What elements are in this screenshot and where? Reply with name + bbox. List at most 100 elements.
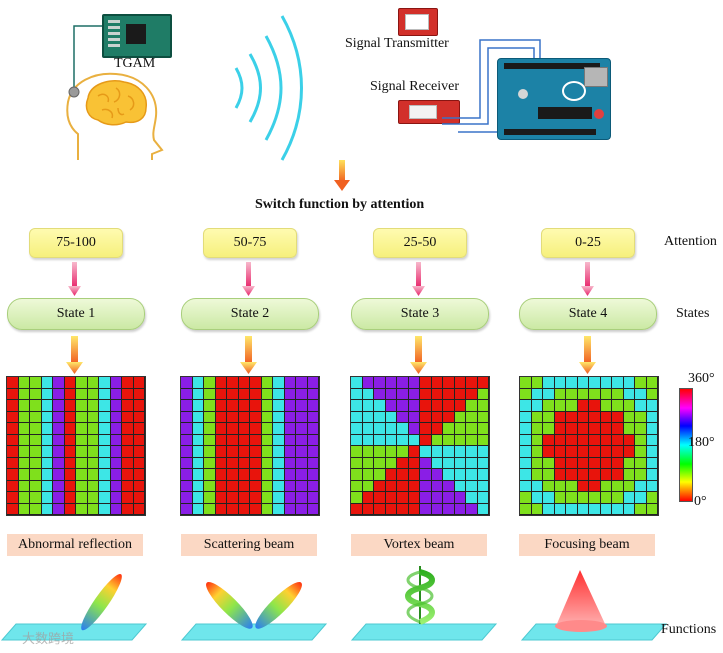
phase-cell xyxy=(408,457,420,469)
phase-cell xyxy=(53,388,65,400)
phase-cell xyxy=(635,423,647,435)
phase-cell xyxy=(408,503,420,515)
phase-cell xyxy=(215,469,227,481)
phase-cell xyxy=(374,377,386,389)
phase-cell xyxy=(7,446,19,458)
phase-cell xyxy=(554,400,566,412)
phase-cell xyxy=(466,492,478,504)
phase-cell xyxy=(41,400,53,412)
function-label-1: Abnormal reflection xyxy=(7,534,143,556)
signal-receiver-label: Signal Receiver xyxy=(370,79,460,94)
phase-cell xyxy=(554,377,566,389)
phase-cell xyxy=(531,411,543,423)
phase-cell xyxy=(133,388,145,400)
phase-cell xyxy=(374,400,386,412)
phase-cell xyxy=(273,400,285,412)
phase-cell xyxy=(443,423,455,435)
phase-cell xyxy=(192,480,204,492)
phase-cell xyxy=(566,480,578,492)
phase-cell xyxy=(273,423,285,435)
phase-cell xyxy=(477,411,489,423)
phase-cell xyxy=(30,377,42,389)
phase-cell xyxy=(53,503,65,515)
phase-cell xyxy=(307,469,319,481)
phase-cell xyxy=(41,492,53,504)
phase-cell xyxy=(76,503,88,515)
phase-cell xyxy=(261,400,273,412)
phase-cell xyxy=(110,411,122,423)
phase-cell xyxy=(543,411,555,423)
phase-cell xyxy=(589,423,601,435)
phase-cell xyxy=(296,457,308,469)
phase-cell xyxy=(646,469,658,481)
phase-cell xyxy=(600,411,612,423)
phase-cell xyxy=(646,377,658,389)
function-label-2: Scattering beam xyxy=(181,534,317,556)
phase-cell xyxy=(385,423,397,435)
phase-cell xyxy=(623,400,635,412)
phase-cell xyxy=(466,503,478,515)
phase-cell xyxy=(7,377,19,389)
attention-box-4: 0-25 xyxy=(541,228,635,258)
phase-cell xyxy=(18,492,30,504)
phase-cell xyxy=(7,469,19,481)
phase-cell xyxy=(443,503,455,515)
phase-cell xyxy=(7,503,19,515)
phase-cell xyxy=(374,469,386,481)
phase-cell xyxy=(420,469,432,481)
phase-grid-scattering-beam xyxy=(180,376,320,516)
phase-cell xyxy=(612,469,624,481)
phase-cell xyxy=(64,457,76,469)
phase-cell xyxy=(385,388,397,400)
phase-cell xyxy=(296,400,308,412)
phase-cell xyxy=(110,457,122,469)
phase-cell xyxy=(238,480,250,492)
phase-cell xyxy=(420,503,432,515)
phase-cell xyxy=(612,377,624,389)
phase-cell xyxy=(443,377,455,389)
phase-cell xyxy=(181,446,193,458)
phase-cell xyxy=(250,469,262,481)
phase-cell xyxy=(477,446,489,458)
phase-cell xyxy=(520,388,532,400)
phase-cell xyxy=(397,446,409,458)
phase-cell xyxy=(623,411,635,423)
phase-cell xyxy=(181,457,193,469)
phase-cell xyxy=(250,446,262,458)
phase-cell xyxy=(87,480,99,492)
phase-cell xyxy=(122,400,134,412)
phase-cell xyxy=(554,492,566,504)
phase-cell xyxy=(520,377,532,389)
phase-cell xyxy=(520,434,532,446)
phase-cell xyxy=(635,377,647,389)
phase-cell xyxy=(238,400,250,412)
phase-cell xyxy=(466,434,478,446)
phase-cell xyxy=(623,503,635,515)
phase-cell xyxy=(181,411,193,423)
phase-cell xyxy=(520,503,532,515)
phase-cell xyxy=(30,503,42,515)
phase-cell xyxy=(192,469,204,481)
phase-cell xyxy=(374,503,386,515)
phase-cell xyxy=(250,388,262,400)
tgam-module xyxy=(102,14,172,58)
phase-cell xyxy=(646,446,658,458)
phase-cell xyxy=(646,457,658,469)
phase-cell xyxy=(408,469,420,481)
phase-cell xyxy=(466,388,478,400)
phase-cell xyxy=(204,400,216,412)
phase-cell xyxy=(110,434,122,446)
phase-cell xyxy=(543,457,555,469)
phase-cell xyxy=(351,492,363,504)
phase-cell xyxy=(122,492,134,504)
phase-cell xyxy=(454,480,466,492)
phase-cell xyxy=(87,434,99,446)
phase-cell xyxy=(600,503,612,515)
phase-cell xyxy=(577,423,589,435)
phase-cell xyxy=(284,377,296,389)
phase-cell xyxy=(397,388,409,400)
phase-cell xyxy=(397,377,409,389)
phase-cell xyxy=(635,434,647,446)
phase-cell xyxy=(18,480,30,492)
attention-box-3: 25-50 xyxy=(373,228,467,258)
